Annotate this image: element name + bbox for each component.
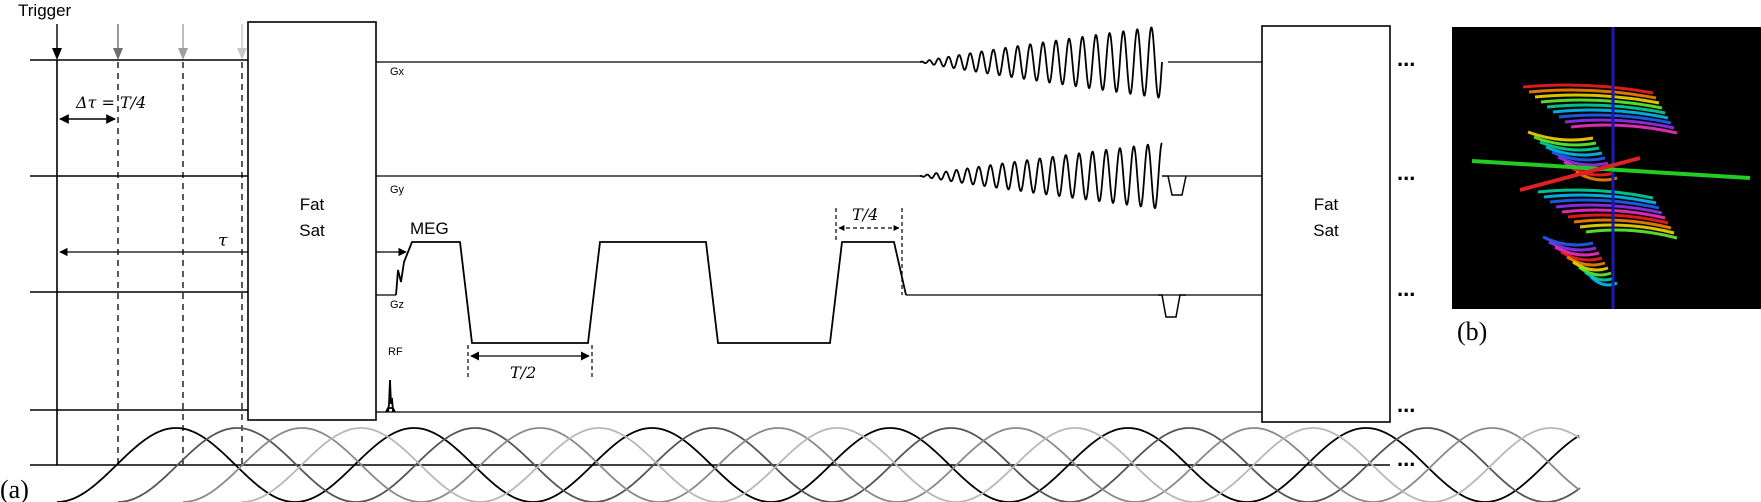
svg-text:Fat: Fat bbox=[300, 195, 325, 214]
trigger-arrow-head bbox=[237, 48, 247, 60]
gy-rewinder bbox=[1162, 175, 1187, 196]
spiral-arc bbox=[1540, 98, 1663, 110]
spiral-arc bbox=[1545, 145, 1603, 157]
svg-text:T/2: T/2 bbox=[510, 363, 536, 382]
svg-text:Sat: Sat bbox=[299, 221, 325, 240]
spiral-arc bbox=[1533, 135, 1597, 147]
spiral-arc bbox=[1558, 113, 1672, 125]
continuation-ellipses: ... ... ... ... ... bbox=[1397, 46, 1415, 471]
panel-a-label: (a) bbox=[0, 475, 29, 502]
meg-label: MEG bbox=[410, 219, 449, 238]
tau-label: τ bbox=[218, 231, 228, 251]
panel-b-image bbox=[1452, 27, 1761, 309]
spiral-arc bbox=[1527, 130, 1594, 142]
spiral-arc bbox=[1552, 108, 1669, 120]
trigger-dashed-lines bbox=[117, 62, 243, 465]
spiral-arc bbox=[1566, 255, 1606, 267]
spiral-arc bbox=[1551, 150, 1606, 162]
svg-text:Fat: Fat bbox=[1314, 195, 1339, 214]
gy-readout-waveform bbox=[919, 142, 1163, 210]
gz-meg-waveform bbox=[395, 241, 907, 344]
spiral-arc bbox=[1579, 223, 1675, 235]
channel-baselines bbox=[376, 61, 1262, 413]
spiral-arc bbox=[1539, 140, 1600, 152]
spiral-arc bbox=[1589, 275, 1618, 287]
svg-text:Sat: Sat bbox=[1313, 221, 1339, 240]
left-baselines bbox=[30, 59, 1390, 466]
svg-text:...: ... bbox=[1397, 160, 1415, 185]
spiral-arc bbox=[1542, 235, 1594, 247]
spiral-arc bbox=[1548, 240, 1597, 252]
gx-readout-waveform bbox=[919, 26, 1163, 99]
spiral-arc bbox=[1567, 213, 1669, 225]
rf-pulse bbox=[385, 379, 396, 413]
spiral-arc bbox=[1572, 260, 1609, 272]
trigger-arrow-head bbox=[178, 48, 188, 60]
spiral-arc bbox=[1578, 265, 1612, 277]
spiral-arc bbox=[1522, 83, 1654, 95]
spiral-arc bbox=[1585, 228, 1678, 240]
fat-sat-box-2: Fat Sat bbox=[1261, 25, 1391, 423]
spiral-arc bbox=[1557, 155, 1609, 167]
trigger-arrow-head bbox=[52, 48, 62, 60]
gy-label: Gy bbox=[390, 184, 405, 196]
trigger-arrow-head bbox=[113, 48, 123, 60]
svg-text:...: ... bbox=[1397, 392, 1415, 417]
motion-waveform-4 bbox=[241, 427, 1581, 502]
spiral-arc bbox=[1528, 88, 1657, 100]
gz-label: Gz bbox=[390, 299, 404, 311]
fat-sat-box-1: Fat Sat bbox=[247, 21, 377, 421]
svg-text:...: ... bbox=[1397, 46, 1415, 71]
spiral-arc bbox=[1534, 93, 1660, 105]
spiral-arc bbox=[1549, 198, 1660, 210]
svg-text:...: ... bbox=[1397, 446, 1415, 471]
spiral-arc bbox=[1564, 118, 1675, 130]
spiral-arc bbox=[1560, 250, 1603, 262]
spiral-arc bbox=[1554, 245, 1600, 257]
svg-text:...: ... bbox=[1397, 276, 1415, 301]
spiral-arc bbox=[1537, 188, 1654, 200]
gx-label: Gx bbox=[390, 66, 405, 78]
trigger-label: Trigger bbox=[18, 1, 72, 20]
half-period-annotation: T/2 bbox=[467, 345, 593, 382]
svg-text:T/4: T/4 bbox=[852, 205, 878, 224]
spiral-arc bbox=[1573, 218, 1672, 230]
spiral-arc bbox=[1546, 103, 1666, 115]
delta-tau-label: Δτ = T/4 bbox=[75, 93, 146, 112]
spiral-arc bbox=[1543, 193, 1657, 205]
trigger-arrows bbox=[52, 24, 247, 60]
spiral-arc bbox=[1570, 123, 1678, 135]
delta-tau-annotation: Δτ = T/4 bbox=[59, 93, 146, 124]
rf-label: RF bbox=[388, 346, 403, 358]
panel-b-label: (b) bbox=[1457, 317, 1487, 346]
gz-crusher bbox=[1158, 294, 1186, 318]
motion-waveform-1 bbox=[56, 427, 1580, 502]
spiral-arc bbox=[1555, 203, 1663, 215]
quarter-period-annotation: T/4 bbox=[835, 205, 903, 295]
